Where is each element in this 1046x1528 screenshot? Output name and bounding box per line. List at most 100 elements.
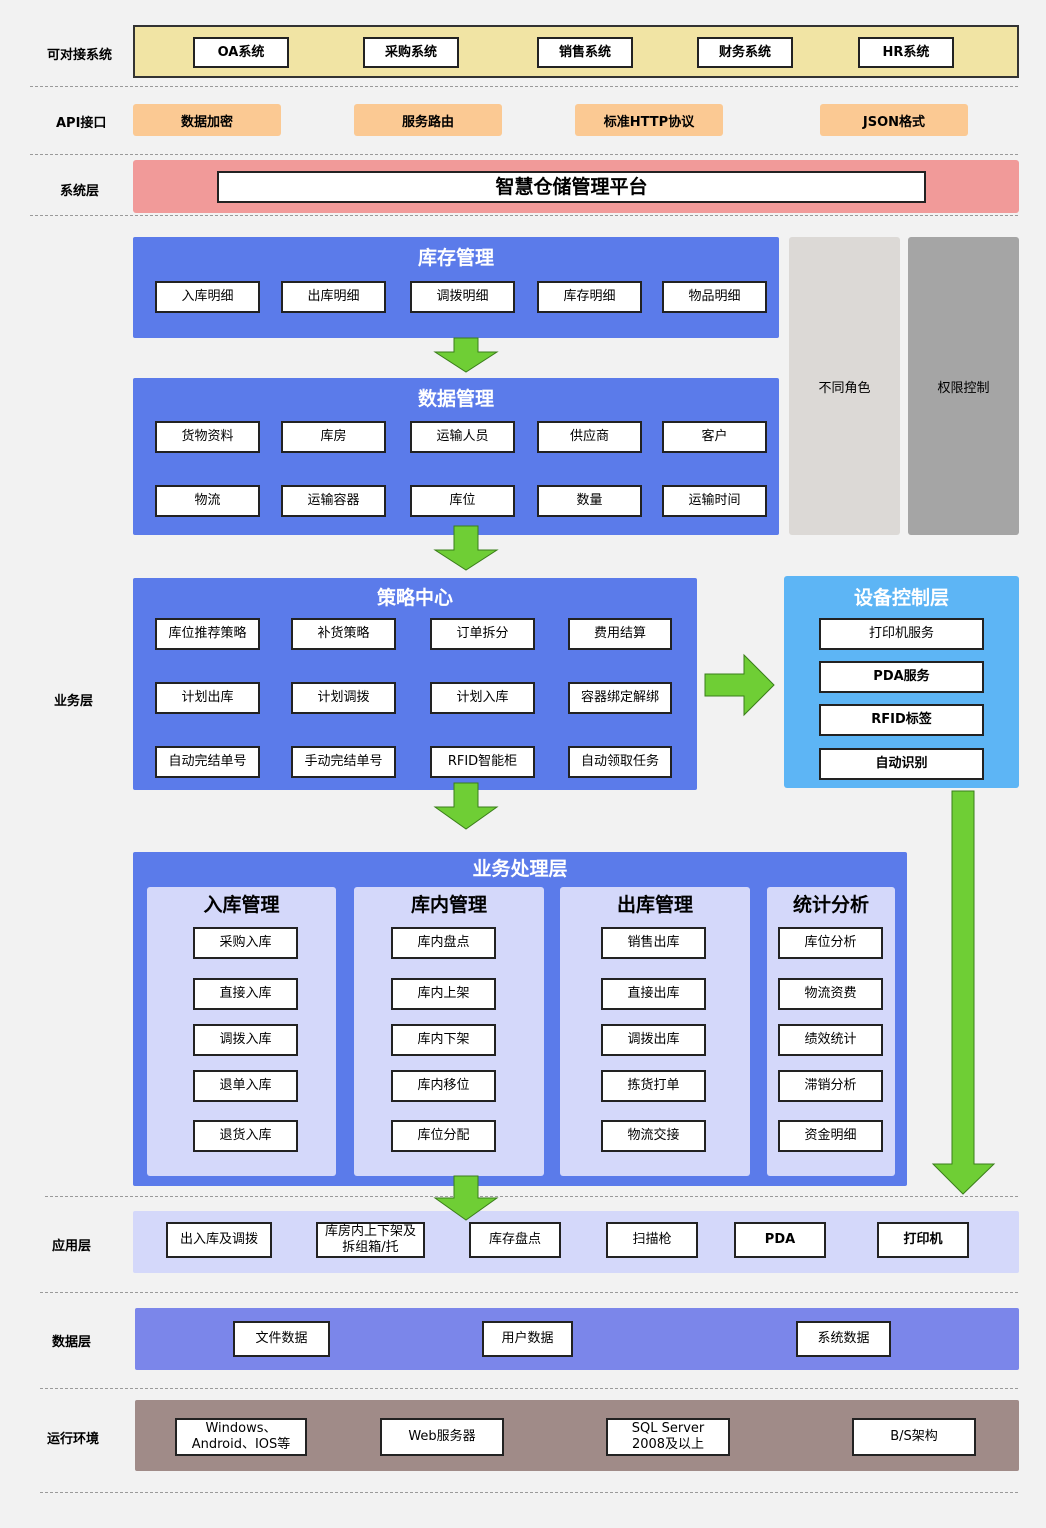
statistics-item: 资金明细 [778, 1120, 883, 1152]
outbound-group-title: 出库管理 [616, 894, 693, 916]
data-item: 用户数据 [482, 1321, 573, 1357]
runtime-item: SQL Server 2008及以上 [606, 1418, 730, 1456]
statistics-item: 物流资费 [778, 978, 883, 1010]
app-item: 库房内上下架及拆组箱/托 [316, 1222, 425, 1258]
separator [30, 154, 1018, 155]
data-item: 文件数据 [233, 1321, 330, 1357]
layer-label-business: 业务层 [54, 694, 94, 709]
strategy-title: 策略中心 [376, 587, 453, 609]
statistics-item: 绩效统计 [778, 1024, 883, 1056]
data-management-item: 物流 [155, 485, 260, 517]
runtime-item: B/S架构 [852, 1418, 976, 1456]
strategy-item: 计划调拨 [291, 682, 396, 714]
separator [40, 1292, 1018, 1293]
inventory-title: 库存管理 [417, 247, 494, 269]
layer-label-application: 应用层 [52, 1239, 92, 1254]
layer-label-runtime: 运行环境 [47, 1432, 100, 1447]
flow-arrow-down-icon [433, 782, 499, 830]
external-system-hr: HR系统 [858, 37, 954, 68]
statistics-group-title: 统计分析 [792, 894, 869, 916]
app-item: 库存盘点 [469, 1222, 561, 1258]
application-band [133, 1211, 1019, 1273]
data-management-item: 数量 [537, 485, 642, 517]
separator [40, 1492, 1018, 1493]
statistics-item: 滞销分析 [778, 1070, 883, 1102]
platform-title: 智慧仓储管理平台 [217, 171, 926, 203]
device-item: 打印机服务 [819, 618, 984, 650]
processing-title: 业务处理层 [472, 858, 568, 880]
data-management-item: 客户 [662, 421, 767, 453]
outbound-item: 销售出库 [601, 927, 706, 959]
runtime-item: Windows、Android、IOS等 [175, 1418, 307, 1456]
strategy-item: 计划入库 [430, 682, 535, 714]
api-feature-encryption: 数据加密 [133, 104, 281, 136]
warehouse-item: 库位分配 [391, 1120, 496, 1152]
strategy-item: 费用结算 [568, 618, 672, 650]
separator [40, 1388, 1018, 1389]
roles-panel: 不同角色 [789, 237, 900, 535]
flow-arrow-right-icon [704, 653, 775, 717]
external-system-purchase: 采购系统 [363, 37, 459, 68]
app-item: 打印机 [877, 1222, 969, 1258]
inventory-item: 物品明细 [662, 281, 767, 313]
strategy-item: 计划出库 [155, 682, 260, 714]
api-feature-routing: 服务路由 [354, 104, 502, 136]
strategy-item: 自动完结单号 [155, 746, 260, 778]
api-feature-http: 标准HTTP协议 [575, 104, 723, 136]
inbound-item: 退货入库 [193, 1120, 298, 1152]
outbound-item: 物流交接 [601, 1120, 706, 1152]
warehouse-item: 库内上架 [391, 978, 496, 1010]
data-management-item: 运输容器 [281, 485, 386, 517]
strategy-item: 容器绑定解绑 [568, 682, 672, 714]
warehouse-item: 库内下架 [391, 1024, 496, 1056]
inbound-group-title: 入库管理 [203, 894, 280, 916]
inbound-item: 直接入库 [193, 978, 298, 1010]
layer-label-external: 可对接系统 [47, 48, 113, 63]
data-management-item: 库位 [410, 485, 515, 517]
inventory-item: 调拨明细 [410, 281, 515, 313]
external-system-sales: 销售系统 [537, 37, 633, 68]
layer-label-system: 系统层 [60, 184, 100, 199]
strategy-item: RFID智能柜 [430, 746, 535, 778]
app-item: 出入库及调拨 [166, 1222, 272, 1258]
separator [30, 86, 1018, 87]
inventory-item: 入库明细 [155, 281, 260, 313]
warehouse-item: 库内移位 [391, 1070, 496, 1102]
runtime-item: Web服务器 [380, 1418, 504, 1456]
separator [30, 215, 1018, 216]
data-management-item: 运输时间 [662, 485, 767, 517]
app-item: 扫描枪 [606, 1222, 698, 1258]
data-management-item: 库房 [281, 421, 386, 453]
data-management-title: 数据管理 [417, 388, 494, 410]
inbound-item: 退单入库 [193, 1070, 298, 1102]
device-control-title: 设备控制层 [853, 587, 949, 609]
separator [45, 1196, 1018, 1197]
warehouse-item: 库内盘点 [391, 927, 496, 959]
layer-label-data: 数据层 [52, 1335, 92, 1350]
strategy-item: 手动完结单号 [291, 746, 396, 778]
data-item: 系统数据 [796, 1321, 891, 1357]
external-system-oa: OA系统 [193, 37, 289, 68]
strategy-item: 自动领取任务 [568, 746, 672, 778]
strategy-item: 库位推荐策略 [155, 618, 260, 650]
data-management-item: 货物资料 [155, 421, 260, 453]
warehouse-group-title: 库内管理 [410, 894, 487, 916]
flow-arrow-down-icon [433, 1175, 499, 1221]
flow-arrow-down-icon [931, 790, 996, 1195]
outbound-item: 直接出库 [601, 978, 706, 1010]
strategy-item: 补货策略 [291, 618, 396, 650]
device-item: 自动识别 [819, 748, 984, 780]
inbound-item: 调拨入库 [193, 1024, 298, 1056]
flow-arrow-down-icon [433, 525, 499, 571]
strategy-item: 订单拆分 [430, 618, 535, 650]
device-item: PDA服务 [819, 661, 984, 693]
app-item: PDA [734, 1222, 826, 1258]
outbound-item: 调拨出库 [601, 1024, 706, 1056]
inventory-item: 库存明细 [537, 281, 642, 313]
layer-label-api: API接口 [56, 116, 107, 131]
inventory-item: 出库明细 [281, 281, 386, 313]
permission-panel: 权限控制 [908, 237, 1019, 535]
data-management-item: 运输人员 [410, 421, 515, 453]
statistics-item: 库位分析 [778, 927, 883, 959]
api-feature-json: JSON格式 [820, 104, 968, 136]
